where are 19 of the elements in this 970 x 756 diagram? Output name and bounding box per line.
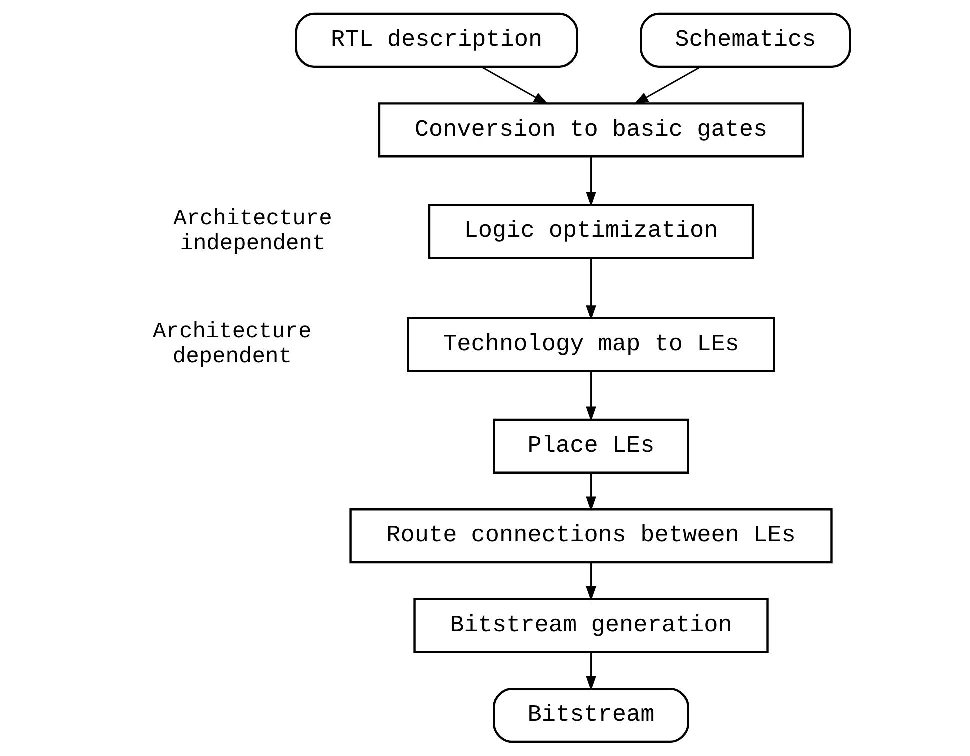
node-box: Schematics	[640, 12, 852, 68]
arrow	[586, 562, 596, 602]
arrow	[586, 472, 596, 512]
node-box: Logic optimization	[428, 204, 754, 260]
arrow	[586, 157, 596, 207]
label: Architecture dependent	[153, 320, 312, 370]
label: Architecture independent	[174, 206, 332, 256]
node-box: Conversion to basic gates	[378, 102, 804, 158]
node-box: Technology map to LEs	[407, 317, 776, 372]
node-box: Bitstream generation	[414, 598, 769, 654]
arrow	[634, 66, 702, 105]
node-box: Route connections between LEs	[350, 508, 833, 564]
arrow	[586, 258, 596, 320]
arrow	[586, 652, 596, 691]
arrow	[481, 66, 549, 105]
node-box: Place LEs	[493, 418, 690, 474]
node-box: Bitstream	[493, 688, 690, 744]
node-box: RTL description	[295, 12, 578, 68]
arrow	[586, 372, 596, 422]
